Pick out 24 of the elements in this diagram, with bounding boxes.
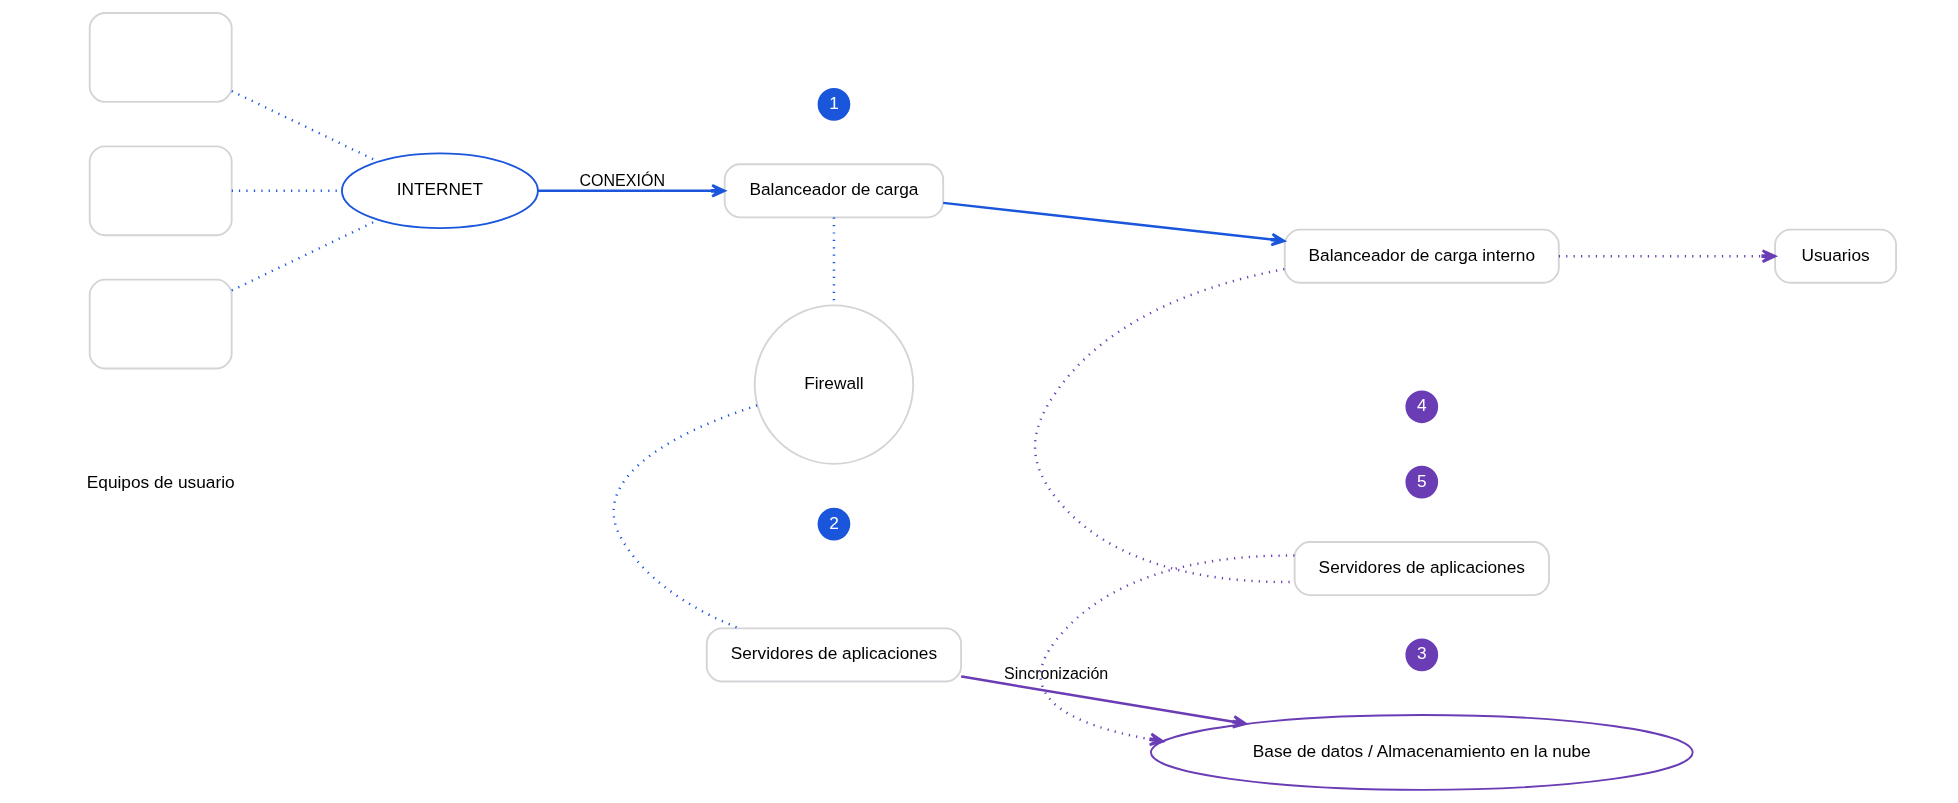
label: 1 bbox=[829, 92, 839, 113]
label: Equipos de usuario bbox=[86, 471, 235, 492]
arrow bbox=[960, 675, 1248, 729]
edge-label: CONEXIÓN bbox=[579, 171, 665, 190]
node-box: Balanceador de carga interno bbox=[1283, 228, 1560, 284]
node-ellipse: INTERNET bbox=[341, 152, 539, 230]
arrow bbox=[943, 201, 1286, 247]
node-box: Servidores de aplicaciones bbox=[705, 627, 962, 683]
label: 2 bbox=[829, 512, 839, 533]
node-box bbox=[88, 12, 233, 103]
connector bbox=[612, 404, 758, 630]
node-box: Balanceador de carga bbox=[723, 163, 945, 219]
label: 3 bbox=[1416, 643, 1427, 664]
label: 5 bbox=[1416, 470, 1427, 491]
node-box: Servidores de aplicaciones bbox=[1293, 541, 1550, 596]
node-box bbox=[88, 145, 233, 237]
arrow bbox=[537, 184, 726, 198]
node-box: Usuarios bbox=[1774, 228, 1897, 284]
node-box bbox=[88, 278, 233, 370]
edge-label: Sincronización bbox=[1004, 663, 1109, 682]
node-circle: Firewall bbox=[753, 304, 915, 465]
arrow bbox=[1039, 554, 1295, 747]
label: 4 bbox=[1416, 395, 1427, 416]
arrow bbox=[1558, 249, 1777, 263]
